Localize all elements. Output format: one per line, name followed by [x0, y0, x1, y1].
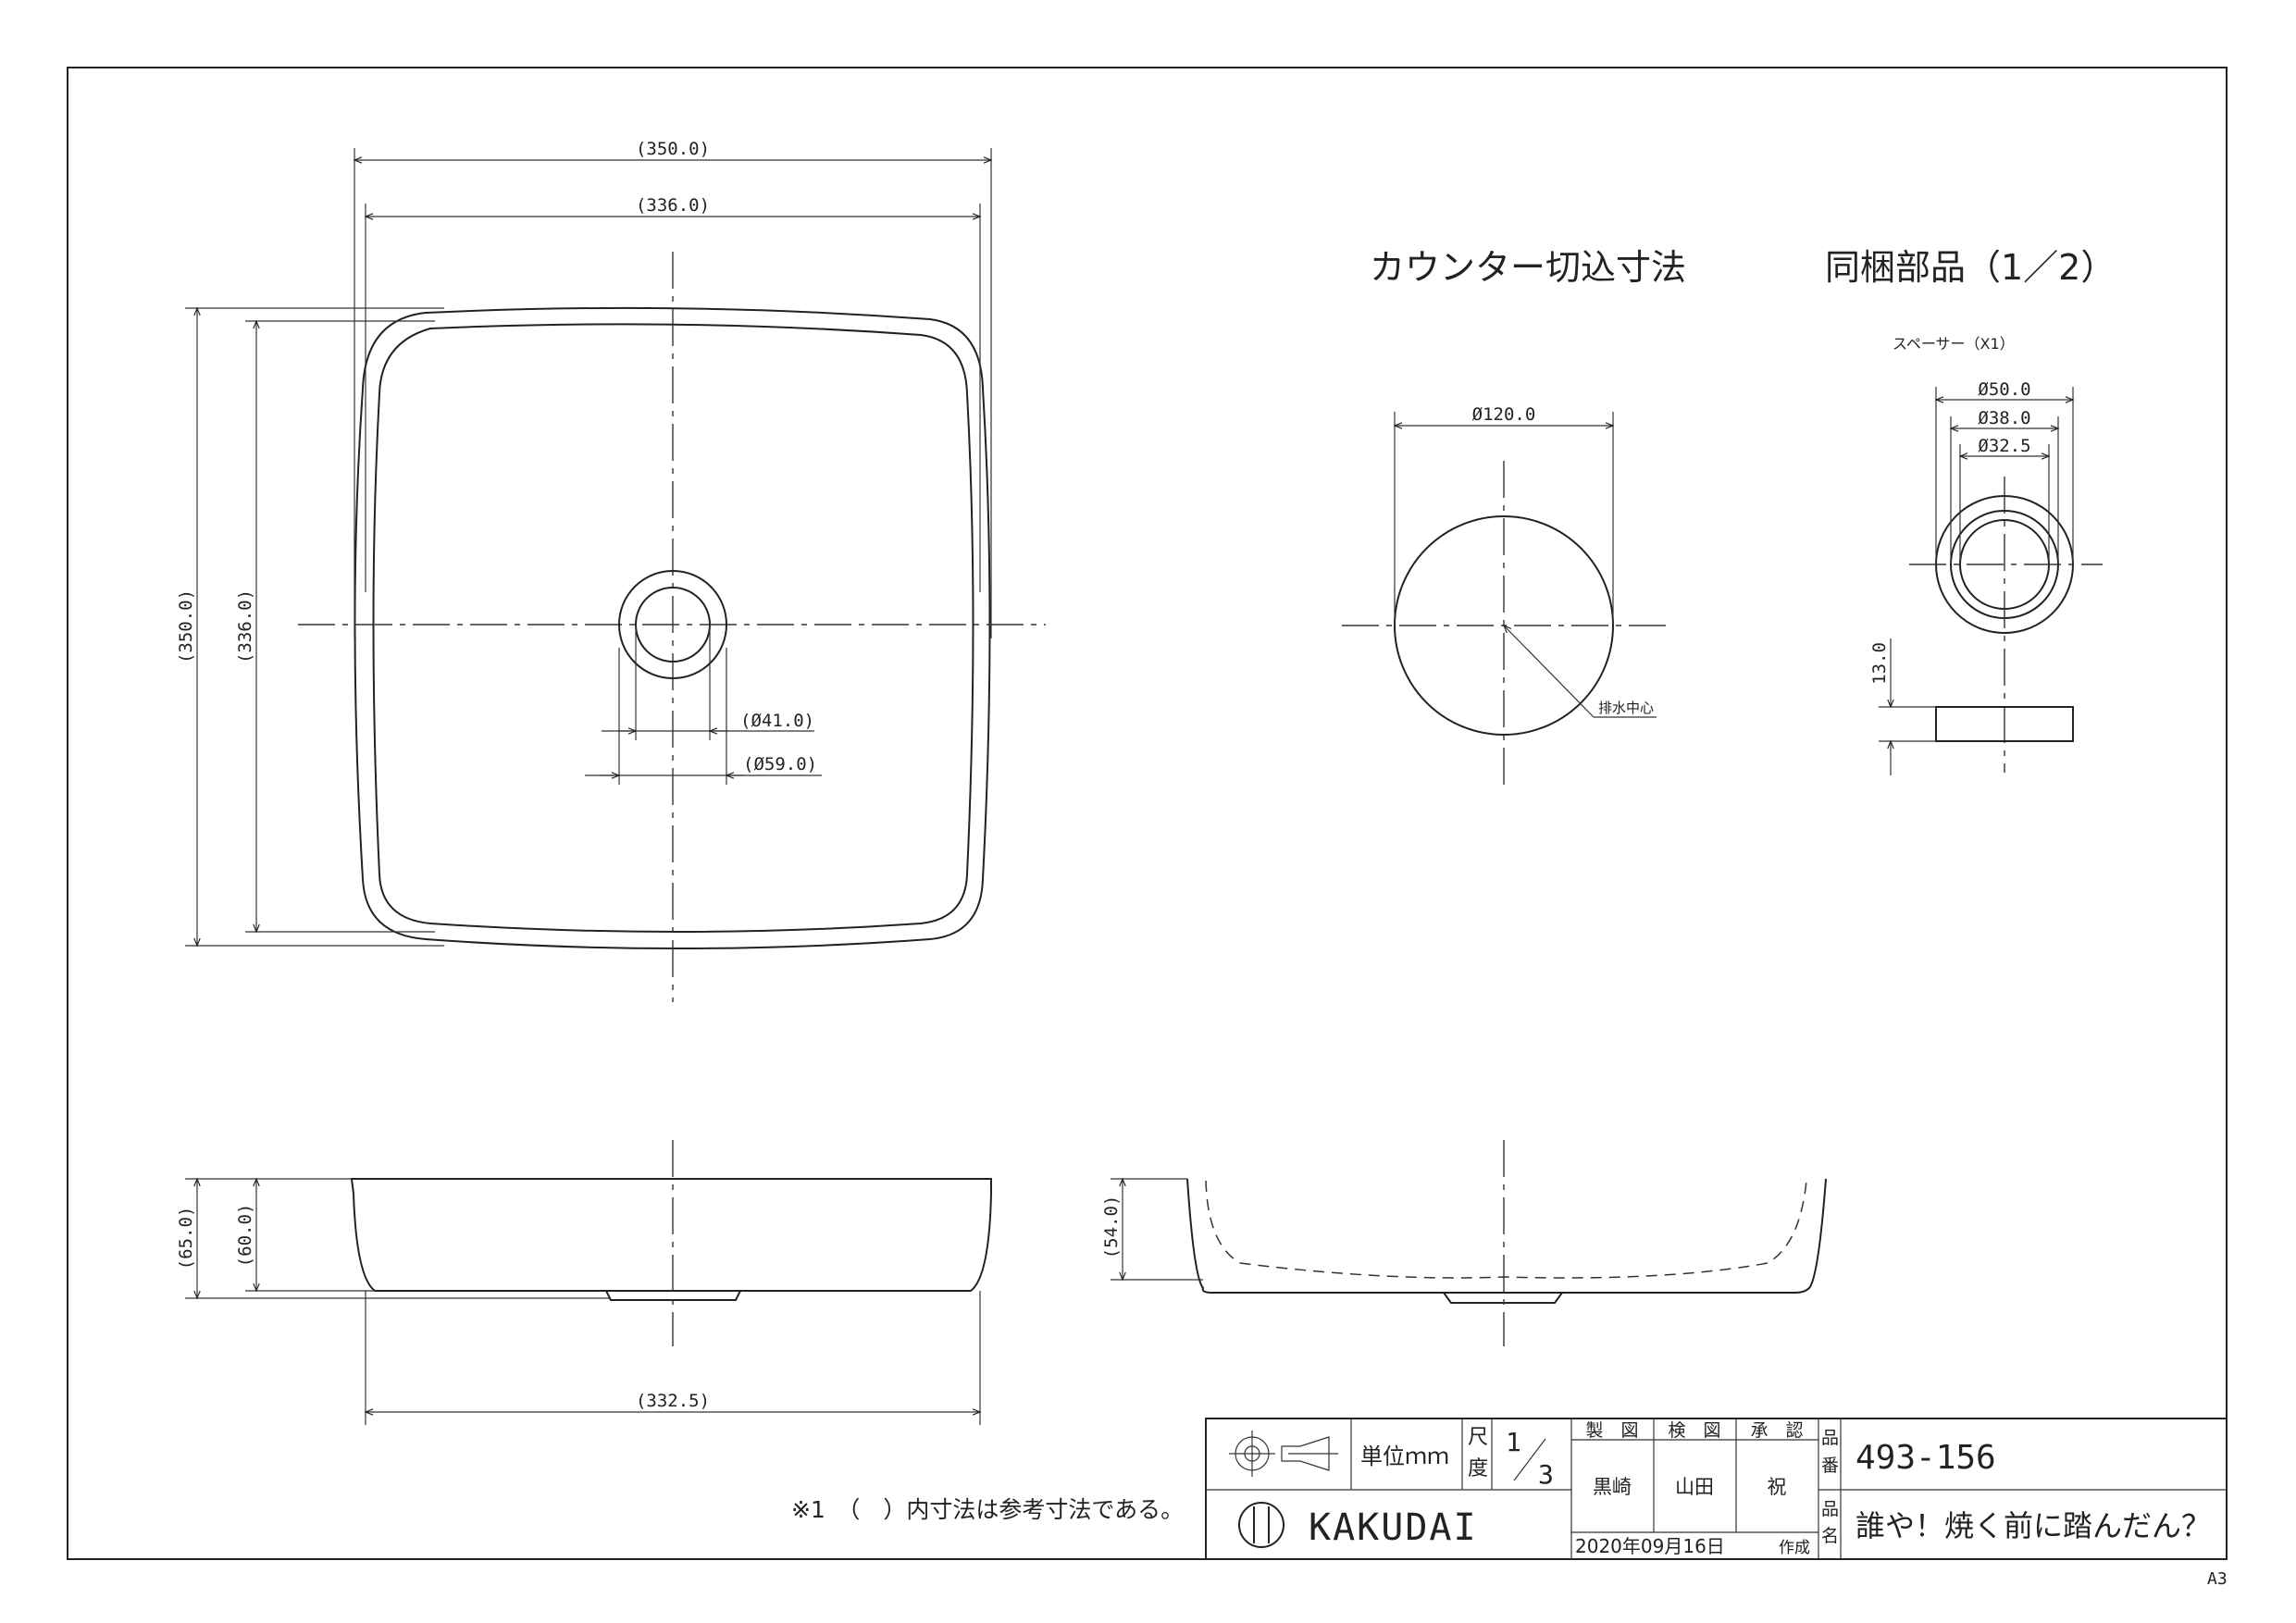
logo-text: KAKUDAI [1309, 1506, 1478, 1549]
created-label: 作成 [1779, 1539, 1810, 1557]
projection-symbol-icon [1229, 1431, 1338, 1477]
dim-spacer-height: 13.0 [1869, 642, 1890, 685]
kakudai-logo: KAKUDAI [1238, 1502, 1478, 1549]
part-no-label-2: 番 [1821, 1456, 1839, 1476]
side-profile [350, 1178, 992, 1292]
bundled-parts-view: 同梱部品（1／2） スペーサー（X1） Ø50.0 Ø38.0 Ø32.5 13… [1825, 247, 2116, 775]
header-checked: 検 図 [1668, 1420, 1720, 1441]
dim-side-65: (65.0) [176, 1207, 196, 1270]
dim-drain-59: (Ø59.0) [743, 754, 817, 774]
part-name-label-2: 名 [1821, 1526, 1839, 1546]
scale-numerator: 1 [1506, 1427, 1521, 1457]
header-approved: 承 認 [1750, 1420, 1803, 1441]
section-inner-dashed [1205, 1180, 1807, 1279]
sheet-size: A3 [2207, 1569, 2228, 1589]
sheet-border [67, 67, 2228, 1560]
dim-side-60: (60.0) [235, 1204, 255, 1268]
section-profile [1186, 1178, 1827, 1294]
title-block: 単位ｍｍ 尺 度 1 3 製 図 検 図 承 認 黒崎 山田 祝 2020年09… [1205, 1418, 2228, 1560]
header-drawn: 製 図 [1585, 1420, 1638, 1441]
reference-note: ※1 （ ）内寸法は参考寸法である。 [791, 1496, 1184, 1523]
section-view: (54.0) [1101, 1140, 1827, 1346]
drawing-date: 2020年09月16日 [1575, 1535, 1725, 1557]
dim-spacer-32: Ø32.5 [1978, 436, 2030, 456]
label-drain-center: 排水中心 [1598, 700, 1654, 716]
basin-inner-outline [372, 323, 974, 933]
dim-height-350: (350.0) [176, 589, 196, 663]
top-view: (350.0) (336.0) (350.0) (336.0) (Ø41.0) … [176, 139, 1046, 1002]
counter-cutout-view: カウンター切込寸法 Ø120.0 排水中心 [1342, 247, 1686, 791]
part-name-label-1: 品 [1821, 1499, 1839, 1519]
spacer-side-rect [1935, 706, 2074, 742]
part-no-label-1: 品 [1821, 1428, 1839, 1448]
dim-spacer-50: Ø50.0 [1978, 379, 2030, 400]
part-number: 493-156 [1855, 1439, 1996, 1477]
dim-section-54: (54.0) [1101, 1196, 1122, 1259]
dim-spacer-38: Ø38.0 [1978, 408, 2030, 428]
scale-label-2: 度 [1468, 1457, 1488, 1481]
part-name: 誰や！焼く前に踏んだん？ [1855, 1508, 2211, 1543]
dim-cutout-dia: Ø120.0 [1472, 404, 1536, 425]
drawn-by: 黒崎 [1593, 1476, 1632, 1498]
side-drain-foot [605, 1290, 741, 1301]
scale-denominator: 3 [1538, 1459, 1554, 1490]
dim-height-336: (336.0) [235, 589, 255, 663]
title-counter-cutout: カウンター切込寸法 [1370, 247, 1686, 288]
section-drain-foot [1443, 1292, 1563, 1304]
scale-label-1: 尺 [1468, 1426, 1488, 1449]
approved-by: 祝 [1768, 1476, 1787, 1498]
dim-side-bottom: (332.5) [636, 1391, 710, 1411]
unit-label: 単位ｍｍ [1360, 1443, 1449, 1469]
dim-width-350: (350.0) [636, 139, 710, 159]
checked-by: 山田 [1675, 1476, 1714, 1498]
dim-width-336: (336.0) [636, 195, 710, 216]
drain-outer-circle [618, 570, 727, 679]
leader-drain-center [1502, 624, 1595, 718]
title-spacer: スペーサー（X1） [1893, 335, 2015, 353]
title-bundled-parts: 同梱部品（1／2） [1825, 247, 2116, 288]
dim-drain-41: (Ø41.0) [740, 711, 814, 731]
side-view: (65.0) (60.0) (332.5) [176, 1140, 992, 1425]
